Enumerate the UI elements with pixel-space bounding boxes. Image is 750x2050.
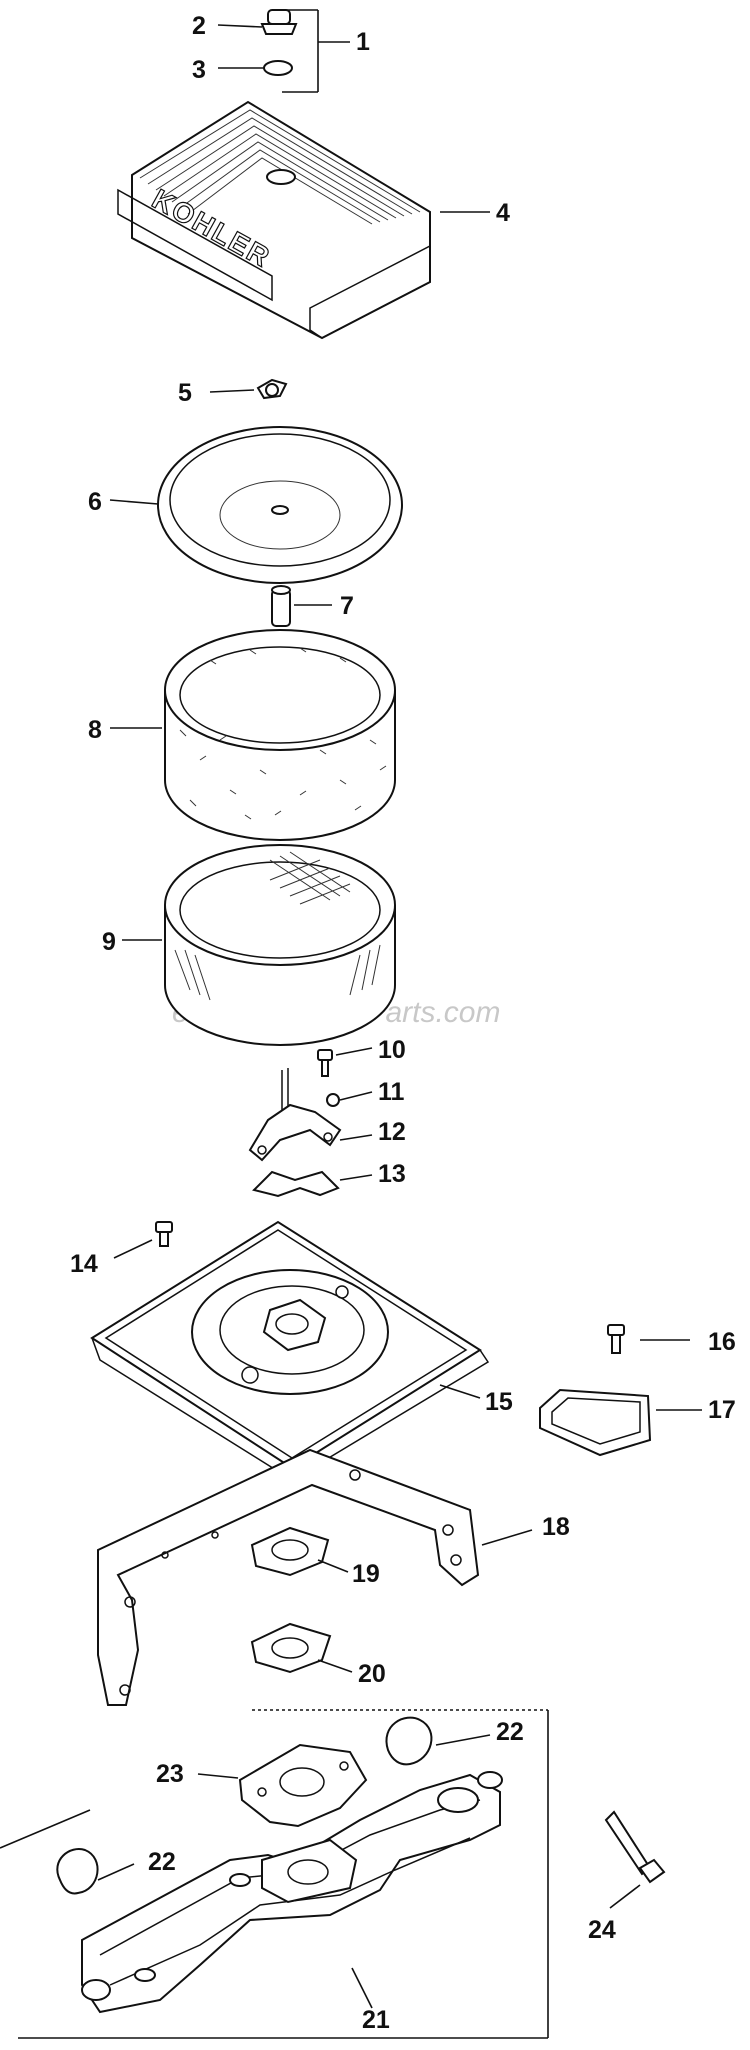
part-18-bracket <box>97 1448 533 1706</box>
part-17-breather <box>539 1388 702 1457</box>
part-7-spacer <box>271 585 332 627</box>
part-21-manifold <box>81 1771 503 2014</box>
part-22-oring-right <box>385 1716 491 1766</box>
callout-3: 3 <box>192 56 206 84</box>
part-5-wingnut <box>209 378 288 400</box>
callout-5: 5 <box>178 379 192 407</box>
callout-9: 9 <box>102 928 116 956</box>
part-9-element <box>122 844 396 1046</box>
callout-23: 23 <box>156 1760 184 1788</box>
part-11-nut <box>326 1091 373 1107</box>
callout-22-right: 22 <box>496 1718 524 1746</box>
part-6-cap <box>109 426 403 584</box>
part-8-precleaner <box>110 629 396 841</box>
part-1-bracket <box>282 9 350 93</box>
part-4-cover: KOHLER <box>117 100 490 340</box>
part-19-gasket <box>250 1526 349 1577</box>
part-22-oring-left <box>56 1848 135 1895</box>
part-2-knob <box>217 9 298 35</box>
part-24-bolt <box>604 1810 666 1909</box>
callout-10: 10 <box>378 1036 406 1064</box>
part-3-oring <box>218 60 293 76</box>
callout-14: 14 <box>70 1250 98 1278</box>
callout-1: 1 <box>356 28 370 56</box>
callout-17: 17 <box>708 1396 736 1424</box>
part-15-baseplate <box>90 1220 490 1481</box>
callout-21: 21 <box>362 2006 390 2034</box>
callout-19: 19 <box>352 1560 380 1588</box>
callout-7: 7 <box>340 592 354 620</box>
callout-6: 6 <box>88 488 102 516</box>
part-20-gasket <box>250 1622 353 1674</box>
part-13-gasket <box>252 1170 373 1198</box>
part-23-gasket <box>197 1743 368 1828</box>
part-16-bolt <box>607 1324 690 1354</box>
callout-11: 11 <box>378 1078 405 1106</box>
callout-13: 13 <box>378 1160 406 1188</box>
part-14-bolt <box>113 1221 173 1259</box>
callout-18: 18 <box>542 1513 570 1541</box>
callout-24: 24 <box>588 1916 616 1944</box>
callout-8: 8 <box>88 716 102 744</box>
callout-12: 12 <box>378 1118 406 1146</box>
callout-16: 16 <box>708 1328 736 1356</box>
callout-22-left: 22 <box>148 1848 176 1876</box>
part-10-bolt <box>317 1047 373 1077</box>
callout-2: 2 <box>192 12 206 40</box>
part-12-bracket <box>248 1068 373 1162</box>
callout-15: 15 <box>485 1388 513 1416</box>
callout-20: 20 <box>358 1660 386 1688</box>
part-21-bracket-box <box>0 1709 549 2039</box>
callout-4: 4 <box>496 199 510 227</box>
